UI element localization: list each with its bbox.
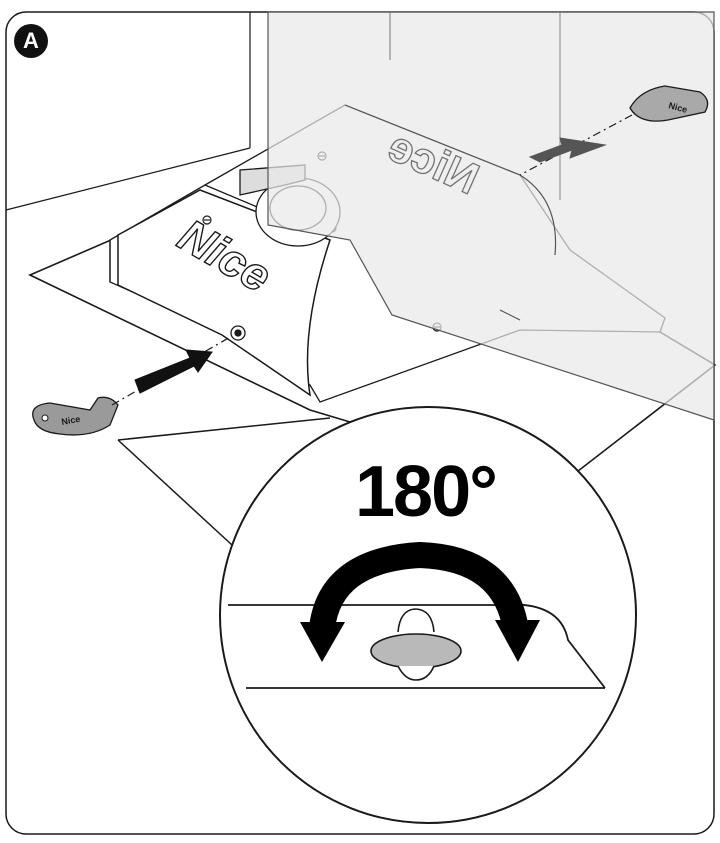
- rotate-both-ways-icon: [300, 541, 540, 662]
- panel-label-badge: A: [14, 24, 48, 58]
- svg-text:Nice: Nice: [667, 100, 688, 115]
- translucent-panel: [267, 11, 715, 421]
- insert-arrow-left-icon: [134, 349, 213, 394]
- room-wall-lines: [5, 12, 251, 211]
- right-key-icon: Nice: [629, 85, 709, 122]
- right-key-guide-line: [519, 114, 633, 176]
- svg-text:Nice: Nice: [61, 414, 81, 427]
- insert-arrow-right-icon: [528, 137, 607, 163]
- left-key-icon: Nice: [32, 396, 119, 436]
- callout-lines: [117, 417, 331, 546]
- rotation-angle-label: 180°: [355, 452, 498, 532]
- key-slot: [370, 608, 462, 681]
- left-key-guide-line: [111, 335, 233, 406]
- keyhole: [230, 325, 246, 341]
